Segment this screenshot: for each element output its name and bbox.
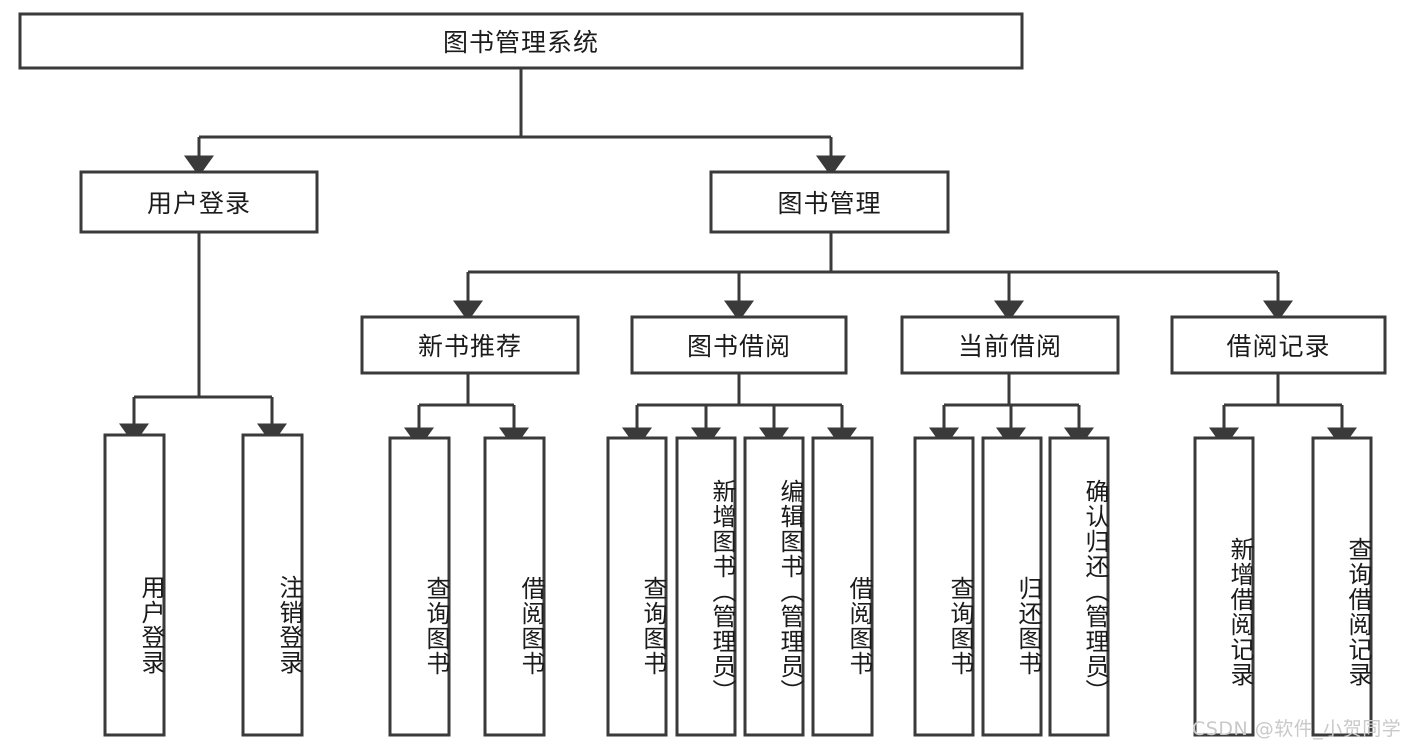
node-box-book-borrow[interactable] <box>630 315 848 375</box>
node-box-leaf-book-borrow-1[interactable] <box>675 436 737 737</box>
watermark-text: CSDN @软件_小贺同学 <box>1192 718 1402 740</box>
node-box-new-book[interactable] <box>360 315 580 375</box>
node-box-leaf-borrow-record-0[interactable] <box>1193 436 1255 737</box>
node-box-user-login[interactable] <box>79 170 319 234</box>
node-box-book-mgmt[interactable] <box>709 170 950 234</box>
node-label-borrow-record: 借阅记录 <box>1226 332 1331 361</box>
node-box-leaf-book-borrow-2[interactable] <box>743 436 805 737</box>
edges-currentborrow-to-leaves <box>929 373 1094 449</box>
node-label-root: 图书管理系统 <box>442 28 599 57</box>
node-box-leaf-new-book-0[interactable] <box>388 436 451 737</box>
node-label-current-borrow: 当前借阅 <box>957 332 1062 361</box>
node-label-user-login: 用户登录 <box>146 189 251 218</box>
node-label-book-mgmt: 图书管理 <box>777 189 882 218</box>
edges-borrowrecord-to-leaves <box>1209 373 1357 449</box>
node-box-leaf-current-borrow-1[interactable] <box>981 436 1043 737</box>
node-box-leaf-borrow-record-1[interactable] <box>1311 436 1373 737</box>
edges-userlogin-to-leaves <box>119 232 287 445</box>
node-box-leaf-user-login-1[interactable] <box>241 433 304 737</box>
node-label-book-borrow: 图书借阅 <box>686 332 791 361</box>
node-box-borrow-record[interactable] <box>1170 315 1387 375</box>
node-box-leaf-book-borrow-0[interactable] <box>606 436 668 737</box>
node-box-leaf-current-borrow-0[interactable] <box>913 436 975 737</box>
node-label-new-book: 新书推荐 <box>417 332 522 361</box>
node-box-leaf-book-borrow-3[interactable] <box>811 436 874 737</box>
edges-root-to-level2 <box>184 68 846 177</box>
node-box-root[interactable] <box>18 12 1024 70</box>
edges-newbook-to-leaves <box>404 373 529 449</box>
node-box-leaf-user-login-0[interactable] <box>103 433 166 737</box>
edges-bookmgmt-to-level3 <box>453 232 1293 322</box>
node-box-current-borrow[interactable] <box>900 315 1120 375</box>
edges-bookborrow-to-leaves <box>622 373 857 449</box>
node-box-leaf-current-borrow-2[interactable] <box>1048 436 1110 737</box>
node-box-leaf-new-book-1[interactable] <box>483 436 546 737</box>
